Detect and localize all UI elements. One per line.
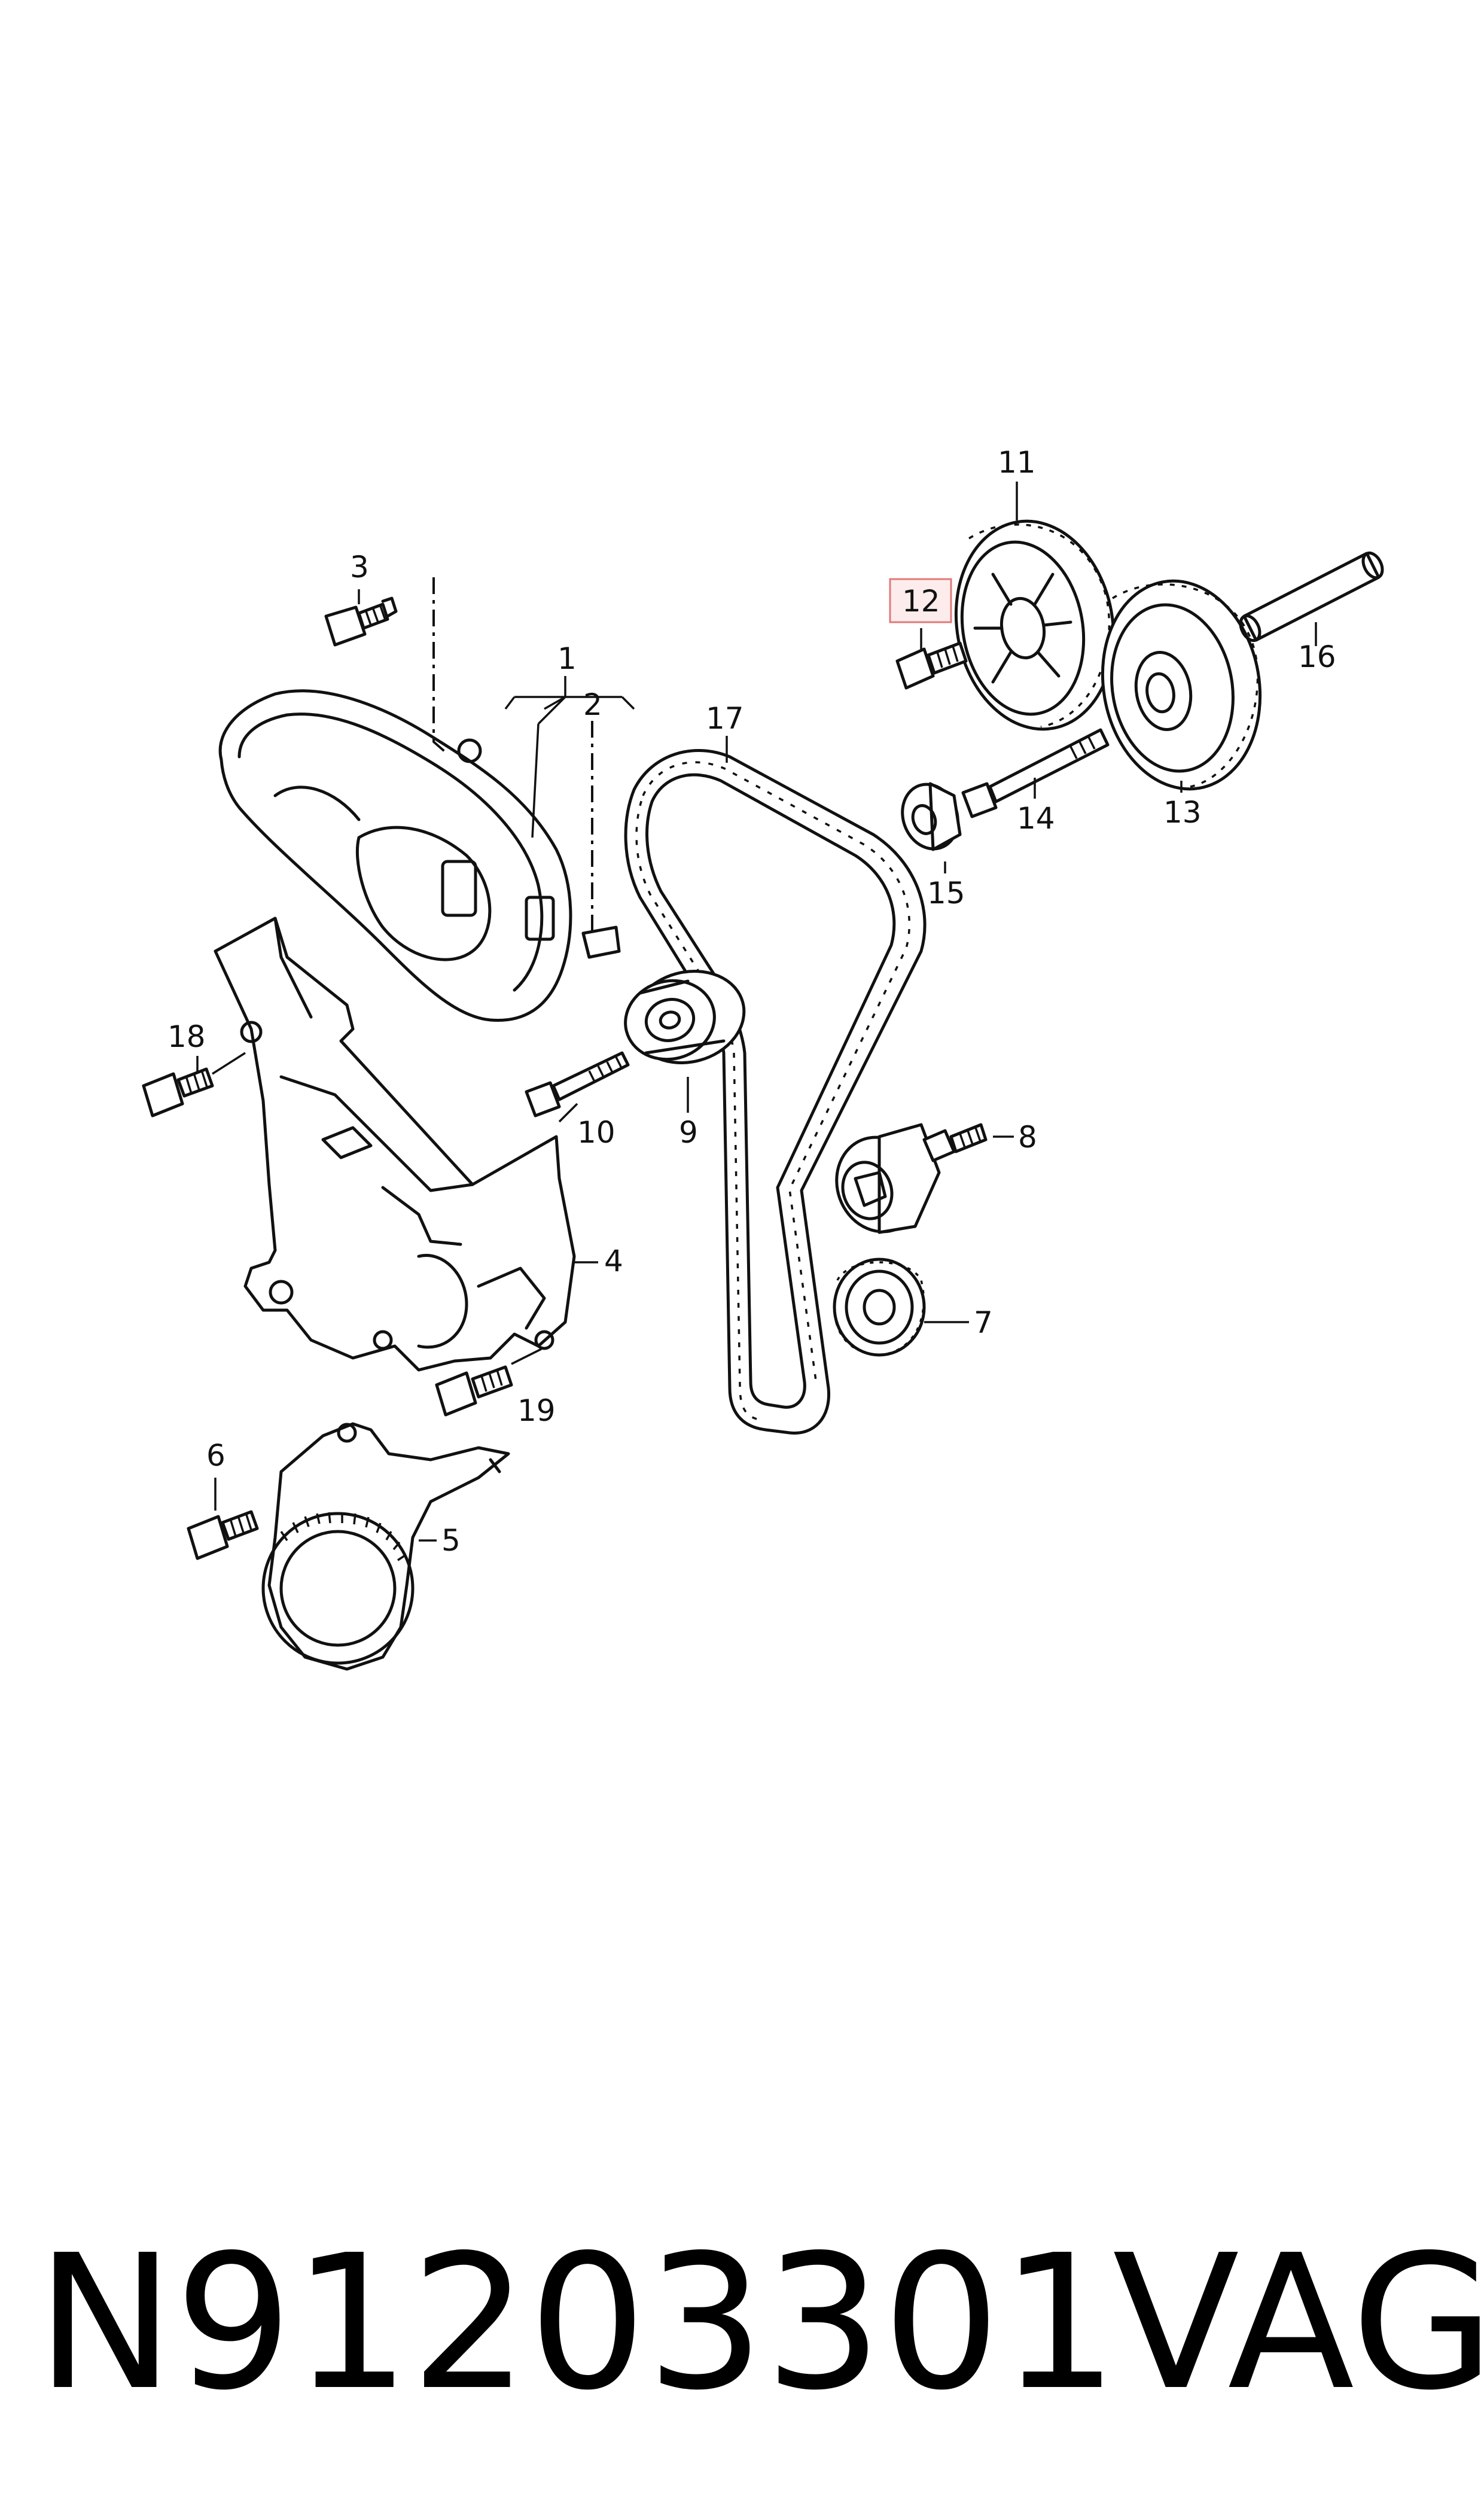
part-13-camshaft-sprocket	[1101, 579, 1262, 791]
leader-lines	[196, 482, 1317, 1542]
callout-5[interactable]: 5	[441, 1523, 461, 1558]
callout-14[interactable]: 14	[1017, 801, 1055, 836]
callout-3[interactable]: 3	[350, 550, 369, 584]
part-16-pin	[1239, 551, 1384, 643]
callout-1[interactable]: 1	[557, 641, 577, 676]
callout-10[interactable]: 10	[577, 1115, 615, 1150]
part-19-bolt	[435, 1348, 542, 1417]
part-12-bolt	[895, 641, 968, 690]
part-4-rear-timing-cover	[214, 917, 576, 1372]
part-1-upper-timing-cover	[218, 689, 572, 1022]
part-14-bolt	[961, 728, 1110, 818]
callout-18[interactable]: 18	[167, 1019, 206, 1054]
part-2-clip	[581, 925, 621, 959]
callout-17[interactable]: 17	[706, 701, 744, 736]
callout-12[interactable]: 12	[902, 584, 940, 619]
callout-7[interactable]: 7	[974, 1305, 993, 1340]
brand-name: VAG	[1113, 2215, 1484, 2431]
callout-8[interactable]: 8	[1018, 1120, 1037, 1155]
part-6-bolt	[187, 1510, 259, 1560]
part-10-bolt	[525, 1051, 630, 1118]
part-9-tensioner-roller	[624, 969, 746, 1065]
alignment-line-3	[432, 577, 449, 755]
part-11-camshaft-sprocket	[954, 519, 1116, 731]
callout-9[interactable]: 9	[679, 1115, 698, 1150]
callout-13[interactable]: 13	[1163, 795, 1202, 830]
callout-4[interactable]: 4	[604, 1244, 623, 1278]
part-15-washer	[901, 782, 962, 851]
callout-15[interactable]: 15	[927, 876, 965, 911]
callout-11[interactable]: 11	[998, 445, 1036, 480]
part-7-crank-sprocket	[833, 1258, 926, 1357]
callout-6[interactable]: 6	[206, 1438, 226, 1473]
part-3-bolt	[324, 596, 398, 647]
callout-2[interactable]: 2	[583, 687, 602, 722]
part-18-bolt	[142, 1052, 246, 1118]
part-number: N91203301	[36, 2215, 1119, 2431]
callout-19[interactable]: 19	[517, 1393, 556, 1428]
callout-12-highlight-box	[889, 578, 952, 623]
part-5-crank-guard	[261, 1422, 510, 1671]
part-8-idler-roller	[835, 1123, 988, 1234]
callout-16[interactable]: 16	[1298, 640, 1336, 674]
